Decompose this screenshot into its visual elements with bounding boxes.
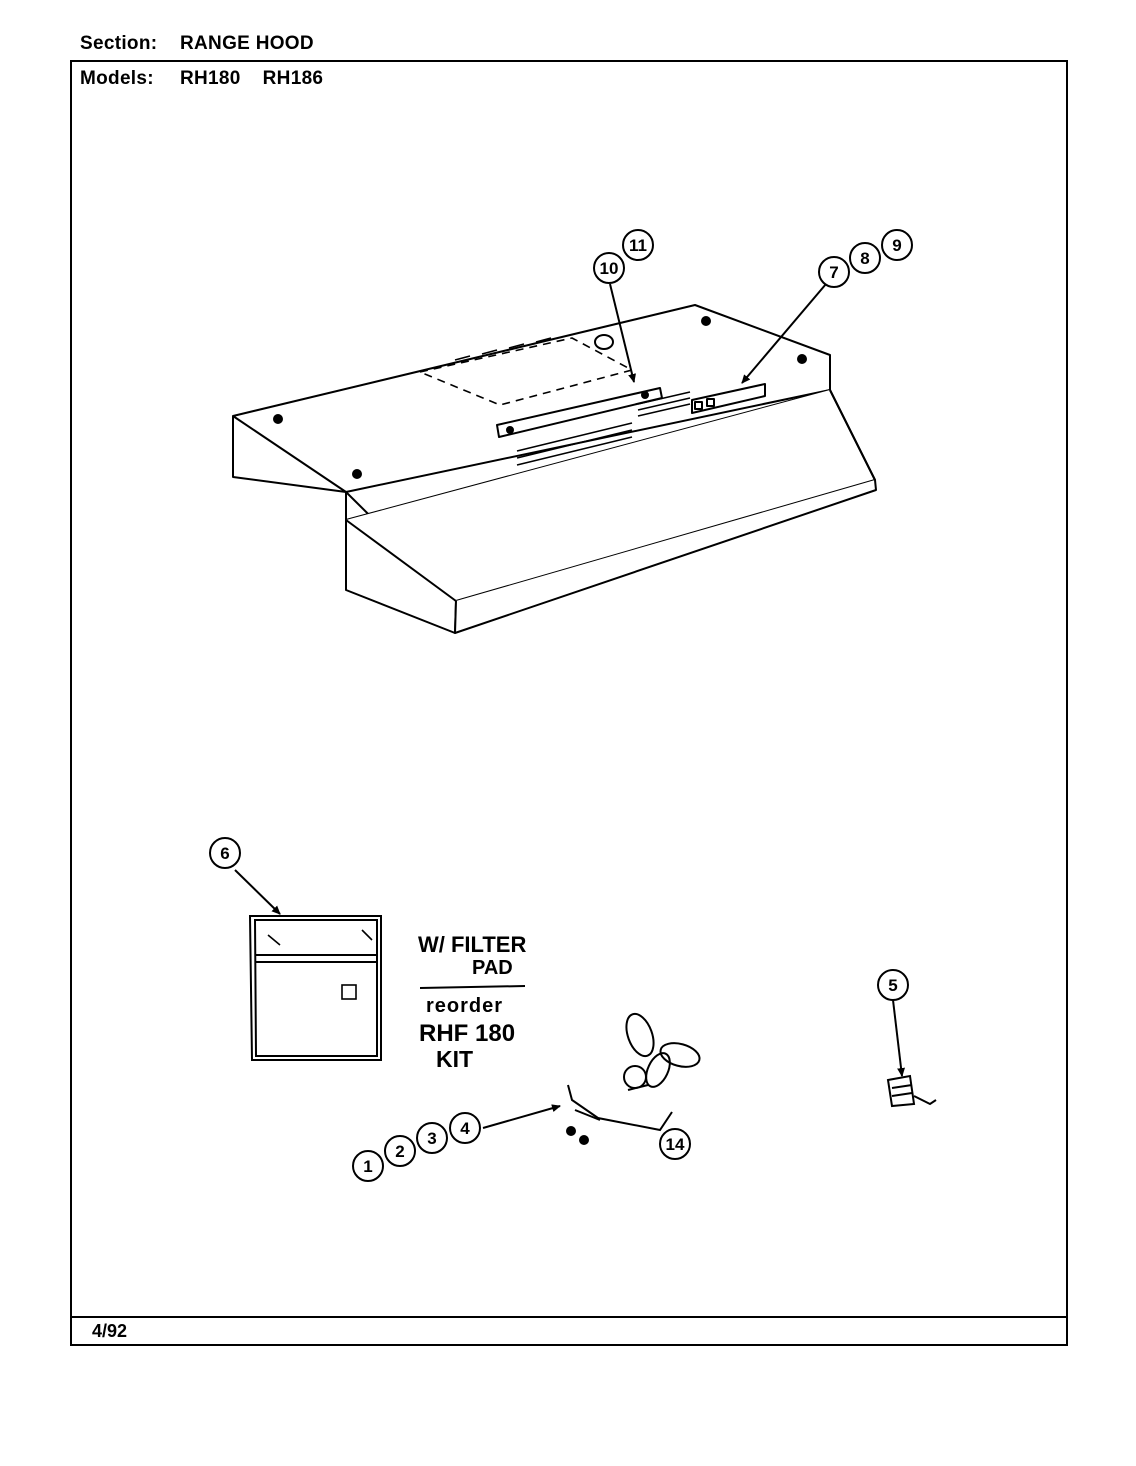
- leader-7: [741, 283, 827, 384]
- callout-5: 5: [877, 969, 909, 1001]
- filter-reorder-note: W/ FILTER PAD reorder RHF 180 KIT: [418, 932, 526, 1072]
- callout-14: 14: [659, 1128, 691, 1160]
- models-label: Models:: [80, 68, 154, 89]
- range-hood-illustration: [232, 304, 877, 634]
- note-line-5: KIT: [436, 1046, 473, 1072]
- revision-date: 4/92: [92, 1321, 128, 1341]
- svg-text:9: 9: [892, 236, 901, 255]
- svg-text:11: 11: [629, 236, 647, 255]
- fan-motor-illustration: [566, 1012, 701, 1145]
- callout-1: 1: [352, 1150, 384, 1182]
- leader-10: [609, 283, 636, 383]
- note-line-2: PAD: [472, 957, 513, 979]
- leader-5: [892, 999, 906, 1077]
- callout-8: 8: [849, 242, 881, 274]
- svg-text:14: 14: [666, 1135, 685, 1154]
- filter-illustration: [248, 915, 382, 1061]
- svg-text:4: 4: [460, 1119, 470, 1138]
- callout-4: 4: [449, 1112, 481, 1144]
- note-line-1: W/ FILTER: [418, 932, 526, 957]
- callout-10: 10: [593, 252, 625, 284]
- model-rh180: RH180: [180, 68, 241, 89]
- svg-text:1: 1: [363, 1157, 372, 1176]
- callout-9: 9: [881, 229, 913, 261]
- section-row: Section: RANGE HOOD: [80, 33, 314, 55]
- svg-text:10: 10: [600, 259, 619, 278]
- callout-7: 7: [818, 256, 850, 288]
- callout-11: 11: [622, 229, 654, 261]
- callout-6: 6: [209, 837, 241, 869]
- svg-text:8: 8: [860, 249, 869, 268]
- section-value: RANGE HOOD: [180, 33, 314, 54]
- models-row: Models: RH180 RH186: [80, 68, 345, 90]
- callout-3: 3: [416, 1122, 448, 1154]
- callout-2: 2: [384, 1135, 416, 1167]
- footer-divider: [70, 1316, 1068, 1318]
- note-line-4: RHF 180: [419, 1020, 515, 1047]
- svg-text:5: 5: [888, 976, 897, 995]
- svg-text:3: 3: [427, 1129, 436, 1148]
- model-rh186: RH186: [262, 68, 324, 89]
- svg-text:6: 6: [220, 844, 229, 863]
- switch-illustration: [886, 1074, 937, 1108]
- diagram-frame: [70, 60, 1068, 1346]
- leader-6: [234, 869, 281, 915]
- svg-text:7: 7: [829, 263, 838, 282]
- section-label: Section:: [80, 33, 158, 54]
- svg-text:2: 2: [395, 1142, 404, 1161]
- note-line-3: reorder: [426, 995, 503, 1017]
- leader-4: [482, 1104, 561, 1129]
